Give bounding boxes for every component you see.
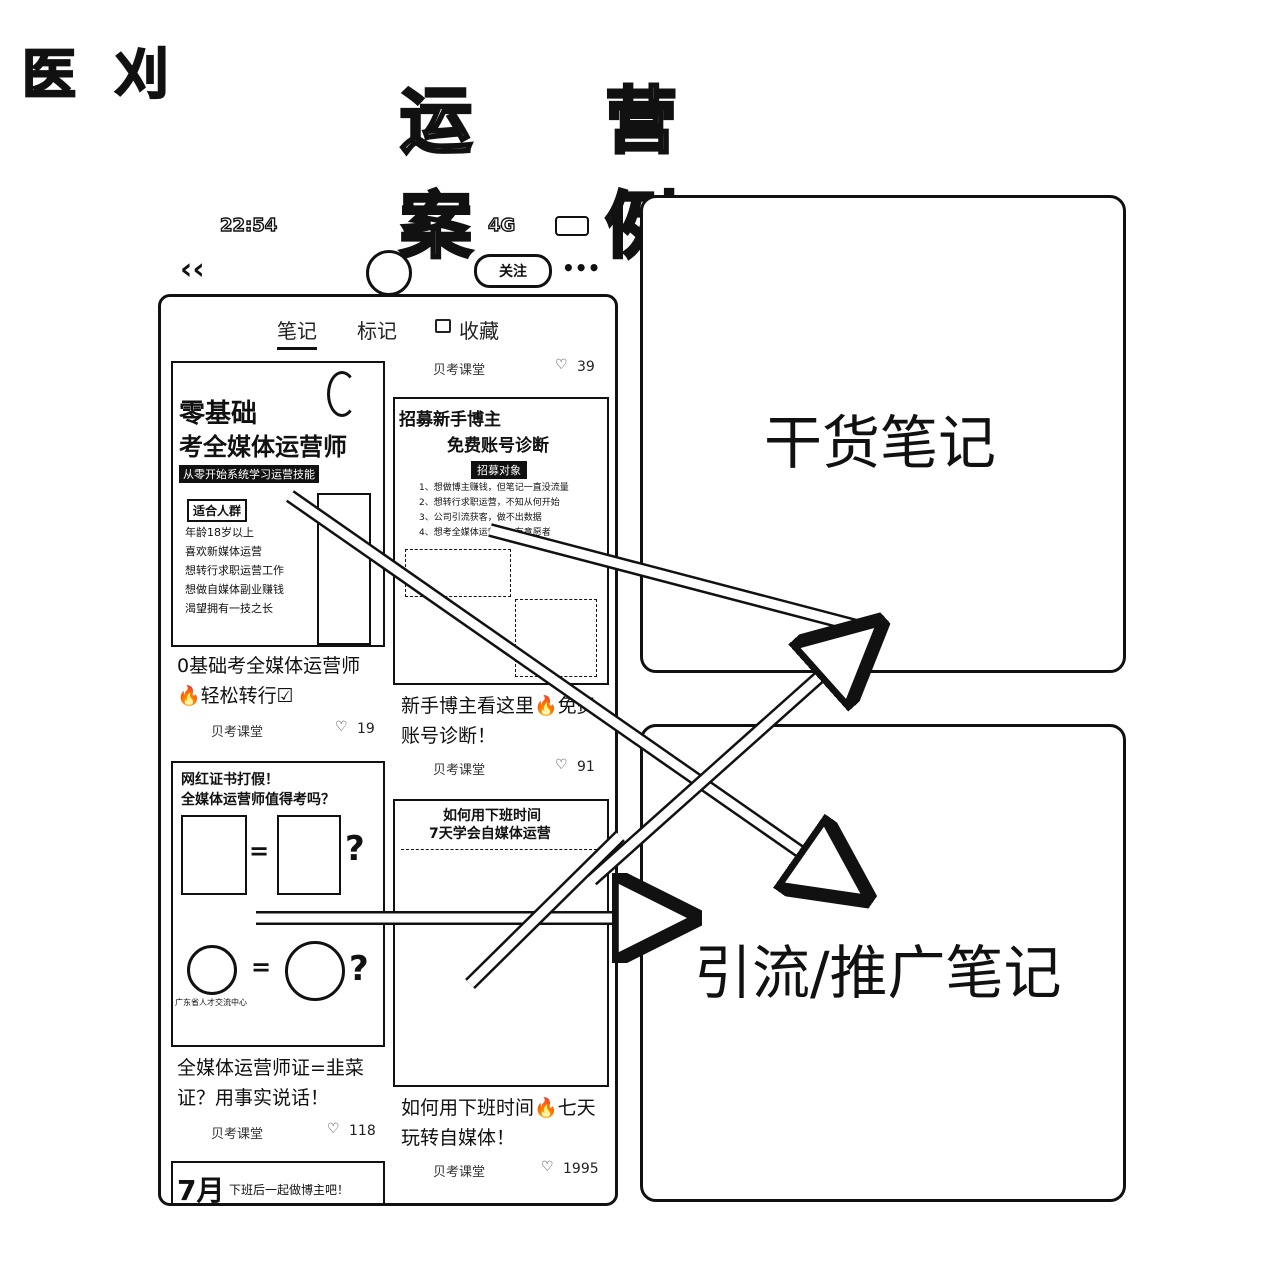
poster-point: 3、公司引流获客，做不出数据: [419, 513, 542, 523]
lock-icon: [435, 319, 451, 333]
page-title: 运 营 案 例: [399, 78, 732, 270]
corner-logo: 医 刈: [21, 42, 179, 107]
follow-button[interactable]: 关注: [474, 254, 552, 288]
poster-title: 全媒体运营师值得考吗？: [181, 792, 335, 808]
poster-title: 零基础: [179, 399, 258, 429]
post-author[interactable]: 贝考课堂: [433, 363, 486, 378]
tab-favorites[interactable]: 收藏: [459, 319, 499, 343]
poster-title: 7天学会自媒体运营: [429, 826, 551, 842]
poster-point: 喜欢新媒体运营: [185, 545, 262, 558]
more-horizontal-icon[interactable]: •••: [562, 256, 601, 280]
traffic-promotion-notes-label: 引流/推广笔记: [694, 939, 1062, 1007]
poster-table: [401, 849, 597, 1076]
heart-icon[interactable]: ♡: [335, 719, 348, 735]
equals-sign: =: [249, 837, 270, 865]
heart-icon[interactable]: ♡: [327, 1121, 340, 1137]
poster-section: 招募对象: [471, 461, 527, 479]
post-card-cover[interactable]: 7月 下班后一起做博主吧！: [171, 1161, 385, 1206]
poster-point: 渴望拥有一技之长: [185, 602, 273, 615]
post-author[interactable]: 贝考课堂: [211, 725, 264, 740]
poster-point: 年龄18岁以上: [185, 526, 254, 539]
like-count: 118: [349, 1123, 376, 1139]
poster-point: 1、想做博主赚钱，但笔记一直没流量: [419, 483, 569, 493]
question-icon: ?: [349, 949, 369, 989]
heart-icon[interactable]: ♡: [541, 1159, 554, 1175]
question-icon: ?: [345, 829, 365, 869]
post-title[interactable]: 全媒体运营师证=韭菜证？用事实说话！: [177, 1057, 364, 1109]
heart-icon[interactable]: ♡: [555, 357, 568, 373]
poster-title: 网红证书打假！: [181, 772, 279, 788]
poster-decoration: [327, 371, 357, 417]
chevron-left-icon[interactable]: ‹‹: [180, 252, 205, 287]
phone-screen: 笔记 标记 收藏 贝考课堂 ♡ 39 零基础 考全媒体运营师 从零开始系统学习运…: [158, 294, 618, 1206]
battery-icon: [555, 216, 589, 236]
poster-point: 想做自媒体副业赚钱: [185, 583, 284, 596]
seal-image: [187, 945, 237, 995]
leek-image: [285, 941, 345, 1001]
poster-title: 免费账号诊断: [447, 436, 549, 456]
post-card-cover[interactable]: 零基础 考全媒体运营师 从零开始系统学习运营技能 适合人群 年龄18岁以上 喜欢…: [171, 361, 385, 647]
post-title[interactable]: 新手博主看这里🔥免费账号诊断！: [401, 695, 596, 747]
poster-title: 考全媒体运营师: [179, 433, 347, 461]
poster-section: 适合人群: [187, 499, 248, 522]
post-author[interactable]: 贝考课堂: [433, 1165, 486, 1180]
follow-button-label: 关注: [499, 264, 527, 280]
tab-notes[interactable]: 笔记: [277, 315, 317, 350]
post-author[interactable]: 贝考课堂: [433, 763, 486, 778]
poster-figure: [317, 493, 371, 645]
post-card-cover[interactable]: 如何用下班时间 7天学会自媒体运营: [393, 799, 609, 1087]
certificate-image: [277, 815, 341, 895]
status-time: 22:54: [219, 214, 278, 236]
post-title[interactable]: 0基础考全媒体运营师🔥轻松转行☑: [177, 655, 361, 707]
poster-title: 7月: [177, 1174, 225, 1206]
poster-subtitle: 从零开始系统学习运营技能: [179, 465, 319, 483]
equals-sign: =: [251, 953, 272, 981]
like-count: 19: [357, 721, 375, 737]
poster-title: 招募新手博主: [399, 410, 501, 430]
heart-icon[interactable]: ♡: [555, 757, 568, 773]
status-icons: 4G: [487, 214, 516, 236]
post-card-cover[interactable]: 网红证书打假！ 全媒体运营师值得考吗？ = ? 广东省人才交流中心 = ?: [171, 761, 385, 1047]
poster-point: 2、想转行求职运营，不知从何开始: [419, 498, 560, 508]
seal-caption: 广东省人才交流中心: [175, 998, 247, 1007]
post-author[interactable]: 贝考课堂: [211, 1127, 264, 1142]
poster-subtitle: 下班后一起做博主吧！: [229, 1183, 350, 1197]
post-title[interactable]: 如何用下班时间🔥七天玩转自媒体！: [401, 1097, 596, 1149]
tab-marks[interactable]: 标记: [357, 319, 397, 343]
dry-goods-notes-label: 干货笔记: [764, 409, 997, 477]
certificate-image: [181, 815, 247, 895]
like-count: 91: [577, 759, 595, 775]
poster-point: 想转行求职运营工作: [185, 564, 284, 577]
like-count: 39: [577, 359, 595, 375]
poster-point: 4、想考全媒体运营师，有意愿者: [419, 528, 551, 538]
poster-title: 如何用下班时间: [443, 808, 541, 824]
like-count: 1995: [563, 1161, 599, 1177]
